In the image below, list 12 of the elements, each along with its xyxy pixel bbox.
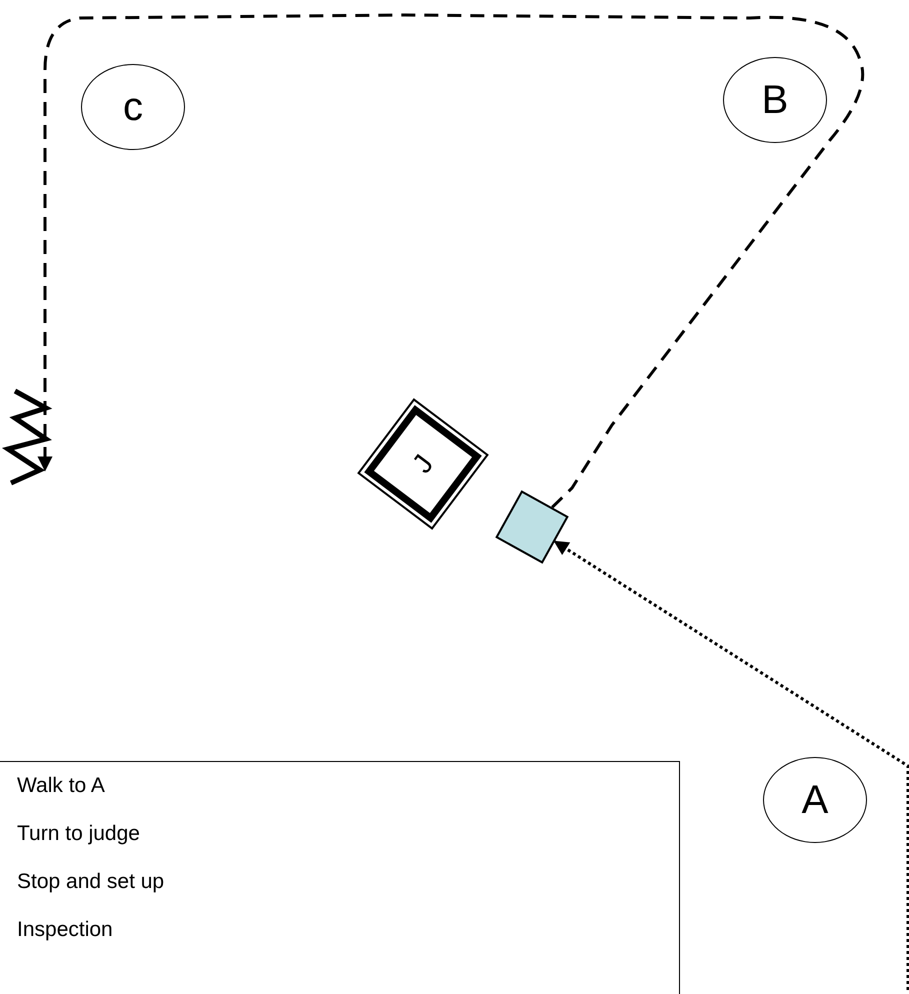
station-circle: A xyxy=(763,757,867,843)
judge-box xyxy=(357,398,489,530)
step-text: Turn to judge xyxy=(17,822,140,846)
station-circle: B xyxy=(723,57,827,143)
route-arrow xyxy=(554,540,909,990)
step-text: Stop and set up xyxy=(17,870,164,894)
step-text: Walk to A xyxy=(17,774,105,798)
judge-letter: J xyxy=(406,448,440,480)
steps-panel xyxy=(0,761,680,994)
step-text: Inspection xyxy=(17,918,113,942)
route-arrow xyxy=(38,14,864,508)
station-circle: c xyxy=(81,64,185,150)
